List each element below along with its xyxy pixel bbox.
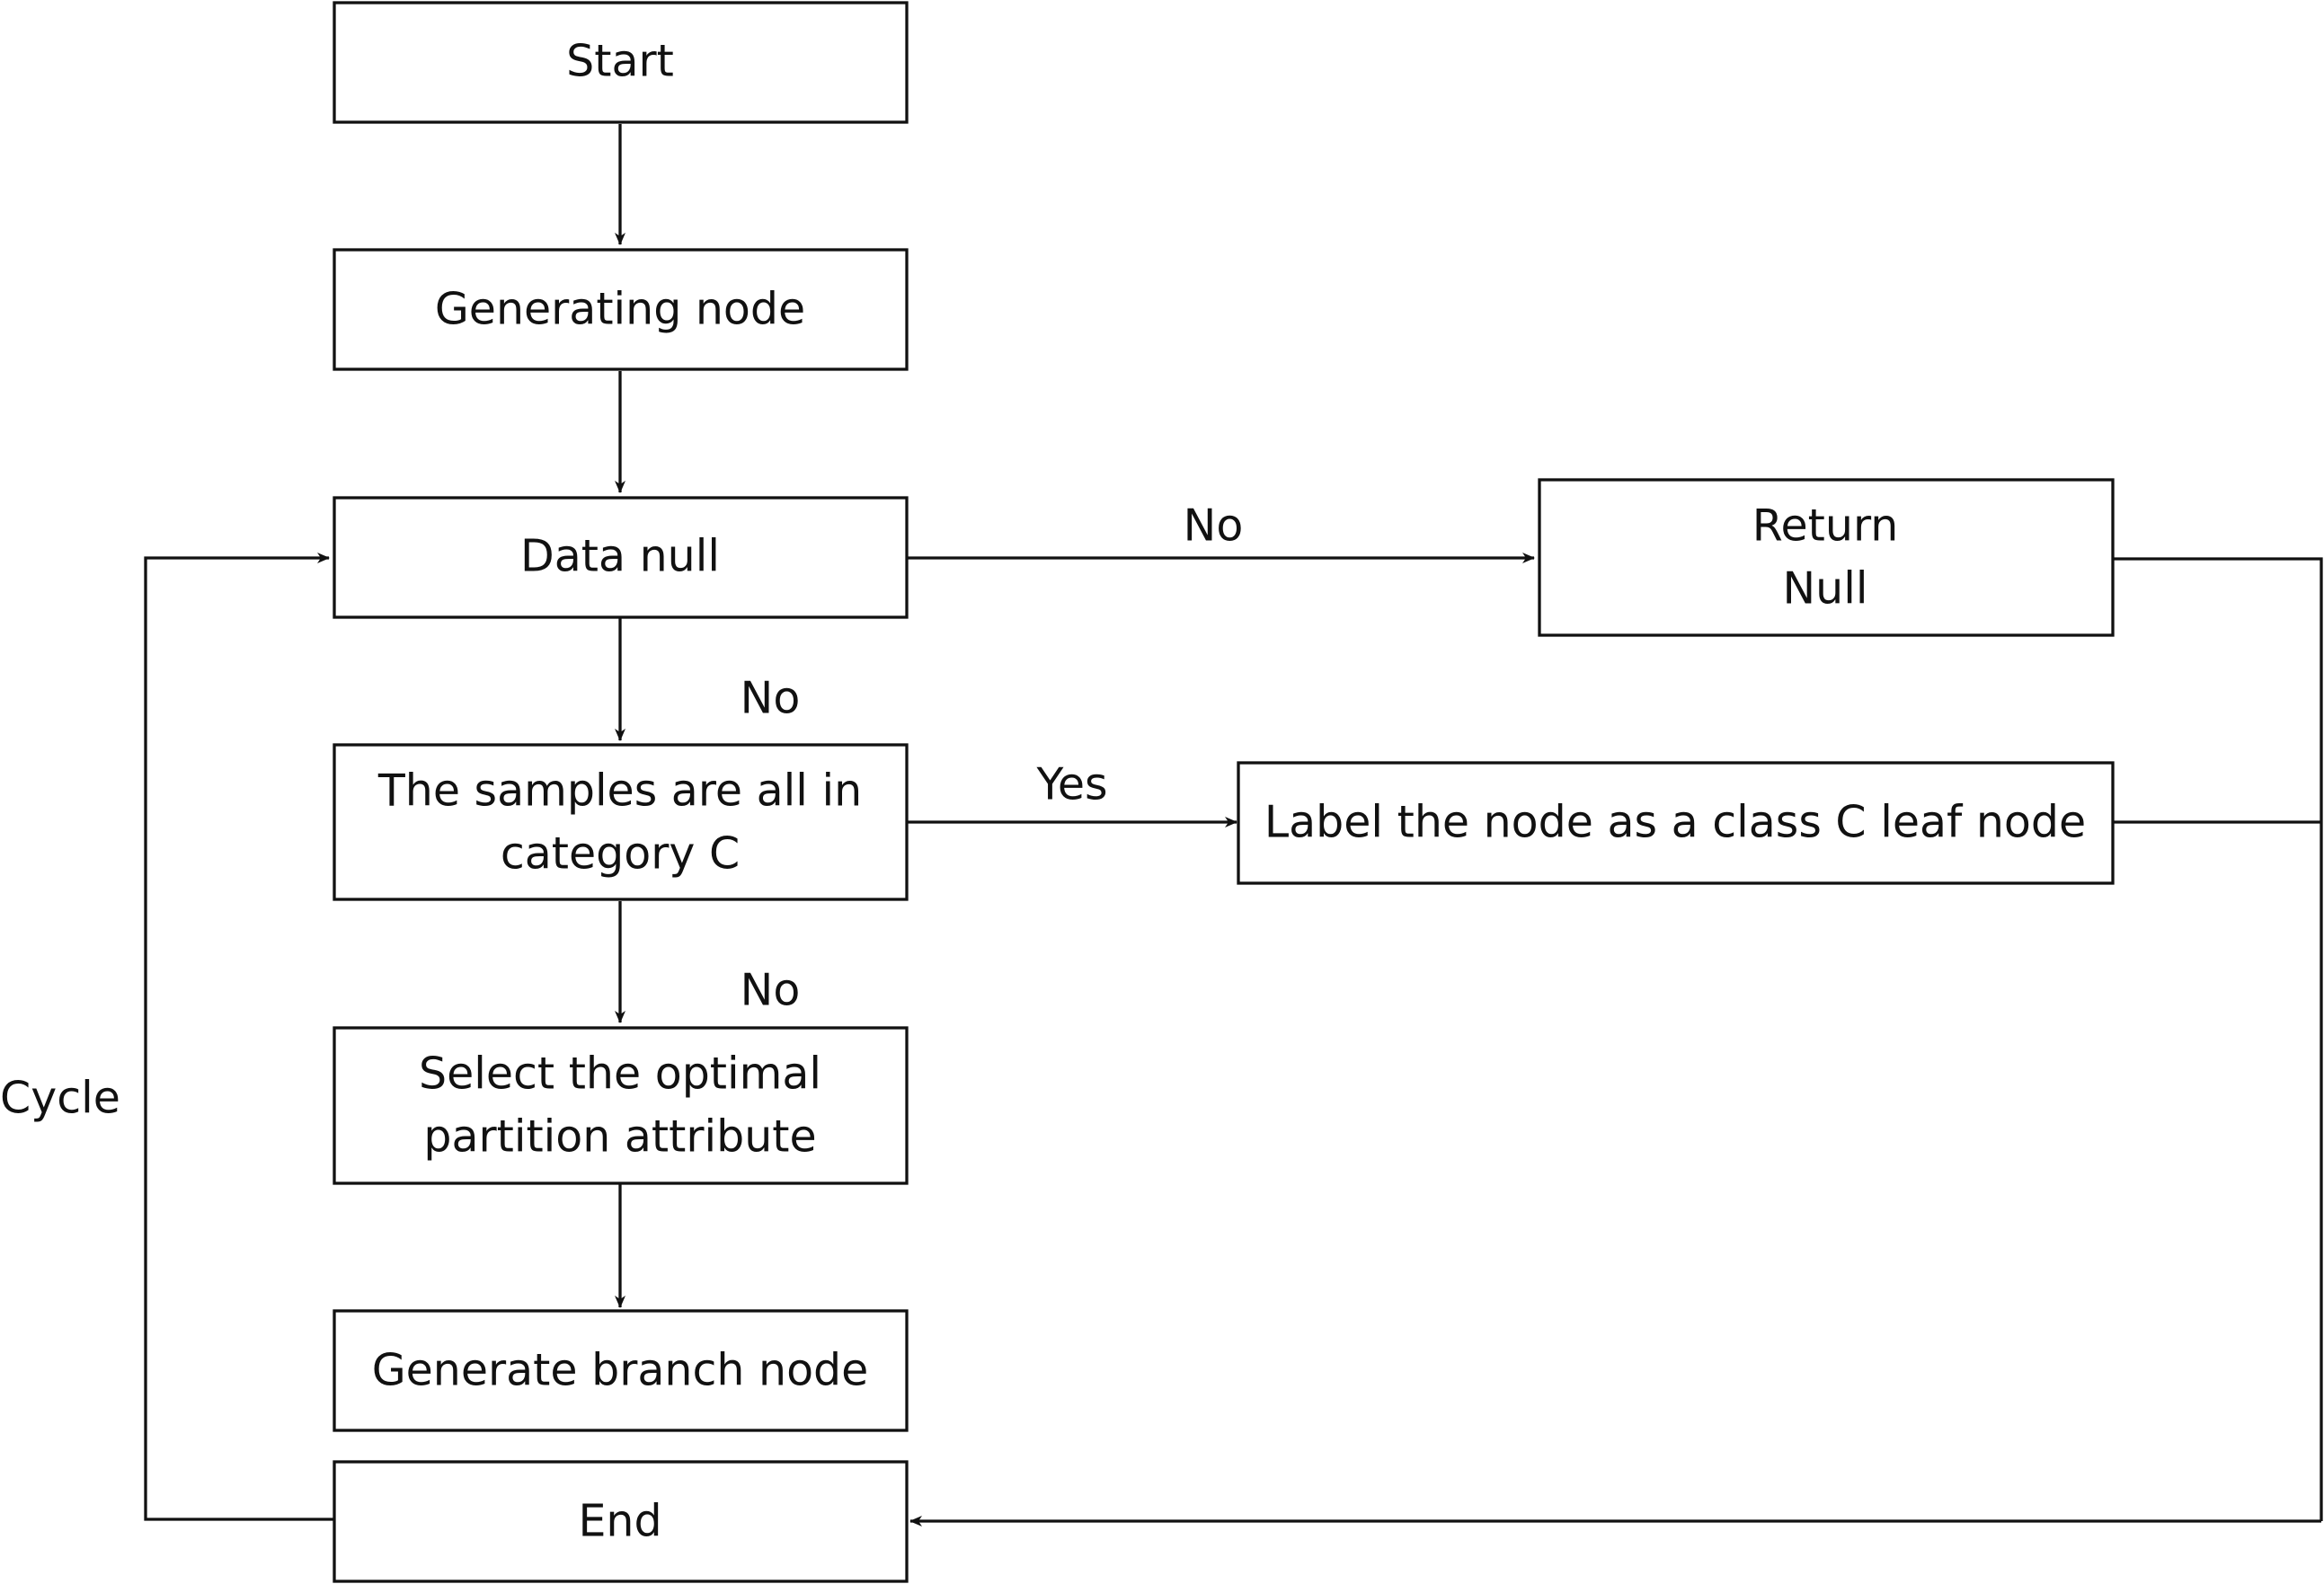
- edge-label-no-data-null-to-return: No: [1184, 500, 1244, 552]
- return-null-box: [1538, 478, 2115, 637]
- start-box: [333, 1, 909, 124]
- select-attribute-label-line-2: partition attribute: [423, 1111, 816, 1163]
- samples-check-label-line-2: category C: [501, 828, 740, 880]
- return-null-label-line-1: Return: [1752, 500, 1899, 552]
- start-label: Start: [566, 36, 674, 87]
- label-leaf-label: Label the node as a class C leaf node: [1264, 797, 2086, 848]
- data-null-label: Data null: [520, 531, 720, 582]
- generate-branch-label: Generate branch node: [372, 1345, 869, 1396]
- select-attribute-box: [333, 1026, 909, 1185]
- label-leaf-box: [1237, 761, 2115, 885]
- generating-node-label: Generating node: [435, 284, 805, 335]
- connector-return-to-right-rail: [2113, 557, 2323, 1521]
- data-null-box: [333, 496, 909, 619]
- select-attribute-label-line-1: Select the optimal: [419, 1049, 821, 1100]
- end-box: [333, 1460, 909, 1583]
- edge-label-no-samples-to-select: No: [741, 965, 801, 1016]
- end-label: End: [578, 1496, 661, 1547]
- generate-branch-box: [333, 1309, 909, 1432]
- arrow-cycle-loop: [144, 553, 334, 1521]
- generating-node-box: [333, 248, 909, 371]
- return-null-label-line-2: Null: [1783, 563, 1868, 615]
- samples-check-box: [333, 743, 909, 901]
- edge-label-yes-samples-to-label: Yes: [1035, 759, 1107, 810]
- edge-label-no-data-null-to-samples: No: [741, 673, 801, 724]
- edge-label-cycle: Cycle: [0, 1073, 120, 1124]
- samples-check-label-line-1: The samples are all in: [377, 765, 862, 817]
